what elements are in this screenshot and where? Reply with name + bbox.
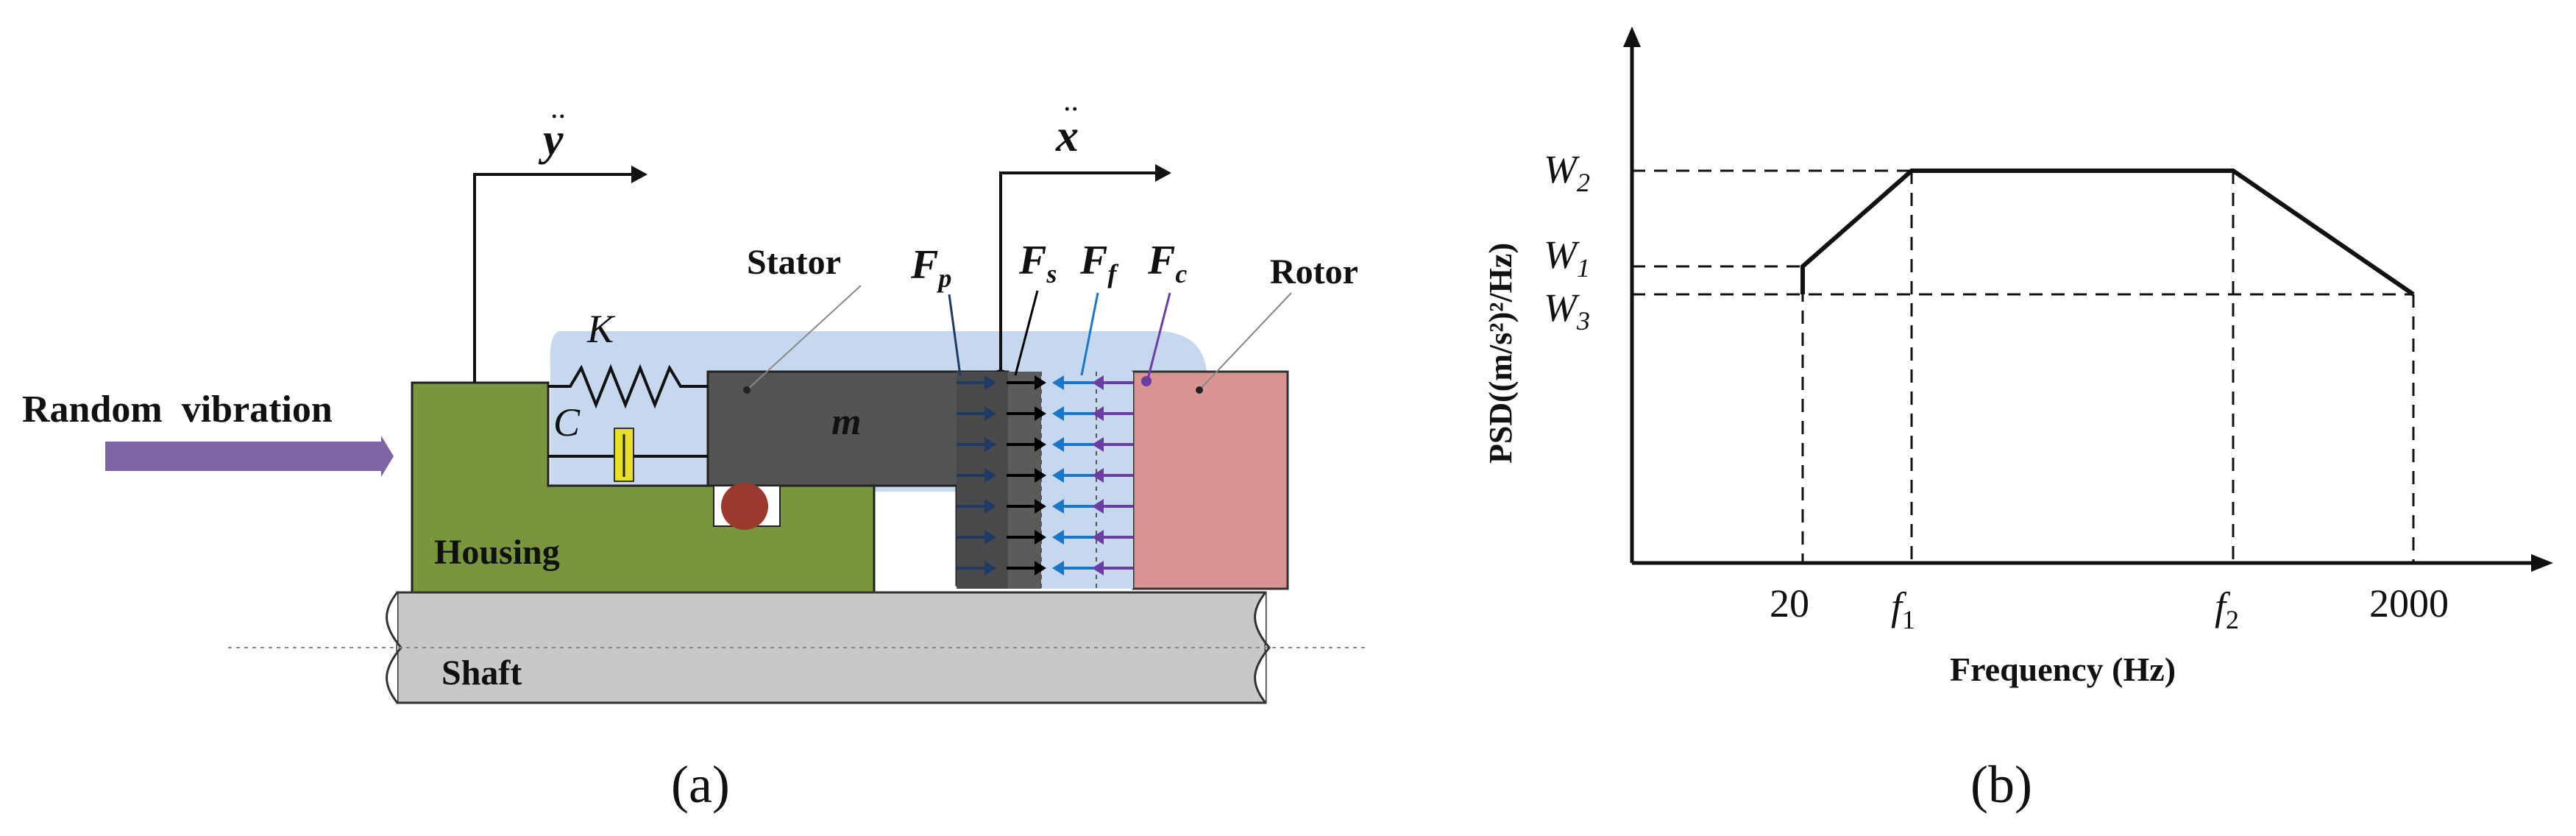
x-label: x bbox=[1055, 111, 1079, 161]
force-label-fc: Fc bbox=[1141, 238, 1187, 386]
fp-arrows bbox=[957, 375, 996, 575]
x-arrow-head bbox=[1155, 164, 1171, 182]
guide-lines bbox=[1632, 169, 2415, 563]
y-reference-line bbox=[473, 173, 631, 383]
x-tick-f1: f1 bbox=[1891, 584, 1915, 634]
rotor-label: Rotor bbox=[1270, 252, 1358, 291]
x-axis-title: Frequency (Hz) bbox=[1950, 651, 2176, 688]
spring bbox=[548, 364, 708, 409]
spring-label: K bbox=[586, 307, 616, 351]
input-label: Random vibration bbox=[22, 389, 333, 431]
fc-arrows bbox=[1092, 375, 1133, 575]
y-axis-title: PSD((m/s²)²/Hz) bbox=[1483, 243, 1519, 464]
mass-label: m bbox=[831, 401, 861, 443]
damper-label: C bbox=[553, 400, 581, 444]
force-label-fs: Fs bbox=[1014, 238, 1057, 376]
psd-curve bbox=[1800, 169, 2415, 297]
x-reference-line bbox=[999, 171, 1155, 377]
y-arrow-head bbox=[631, 166, 647, 183]
y-tick-w2: W2 bbox=[1544, 147, 1590, 197]
svg-text:Fs: Fs bbox=[1018, 238, 1057, 288]
svg-text:Ff: Ff bbox=[1079, 238, 1118, 288]
damper bbox=[548, 428, 708, 482]
y-axis-arrow bbox=[1623, 26, 1641, 47]
fp-band bbox=[957, 372, 1008, 589]
bearing-ball bbox=[721, 483, 768, 530]
stator-label: Stator bbox=[747, 243, 841, 282]
ff-band bbox=[1041, 372, 1096, 589]
caption-a: (a) bbox=[671, 755, 730, 814]
housing-label: Housing bbox=[434, 533, 560, 572]
svg-text:Fp: Fp bbox=[910, 242, 951, 293]
shaft: Shaft bbox=[228, 591, 1369, 704]
force-label-fp: Fp bbox=[910, 242, 962, 376]
panel-b: PSD((m/s²)²/Hz) Frequency (Hz) W2 W1 W3 … bbox=[1483, 26, 2553, 814]
input-arrow bbox=[105, 442, 381, 471]
x-tick-2000: 2000 bbox=[2369, 581, 2449, 626]
x-tick-20: 20 bbox=[1770, 581, 1809, 626]
panel-a: Housing Shaft m Rotor Stator K bbox=[22, 84, 1369, 814]
caption-b: (b) bbox=[1970, 755, 2032, 814]
svg-text:Fc: Fc bbox=[1147, 238, 1187, 288]
y-tick-w3: W3 bbox=[1544, 286, 1590, 336]
y-tick-w1: W1 bbox=[1544, 233, 1590, 283]
ff-arrows bbox=[1052, 375, 1093, 575]
x-tick-f2: f2 bbox=[2215, 584, 2239, 634]
y-dots: .. bbox=[550, 91, 566, 125]
force-label-ff: Ff bbox=[1079, 238, 1118, 376]
fs-arrows bbox=[1007, 375, 1046, 575]
x-axis-arrow bbox=[2531, 554, 2553, 572]
rotor bbox=[1132, 370, 1289, 590]
x-dots: .. bbox=[1063, 84, 1079, 118]
shaft-label: Shaft bbox=[441, 653, 522, 692]
